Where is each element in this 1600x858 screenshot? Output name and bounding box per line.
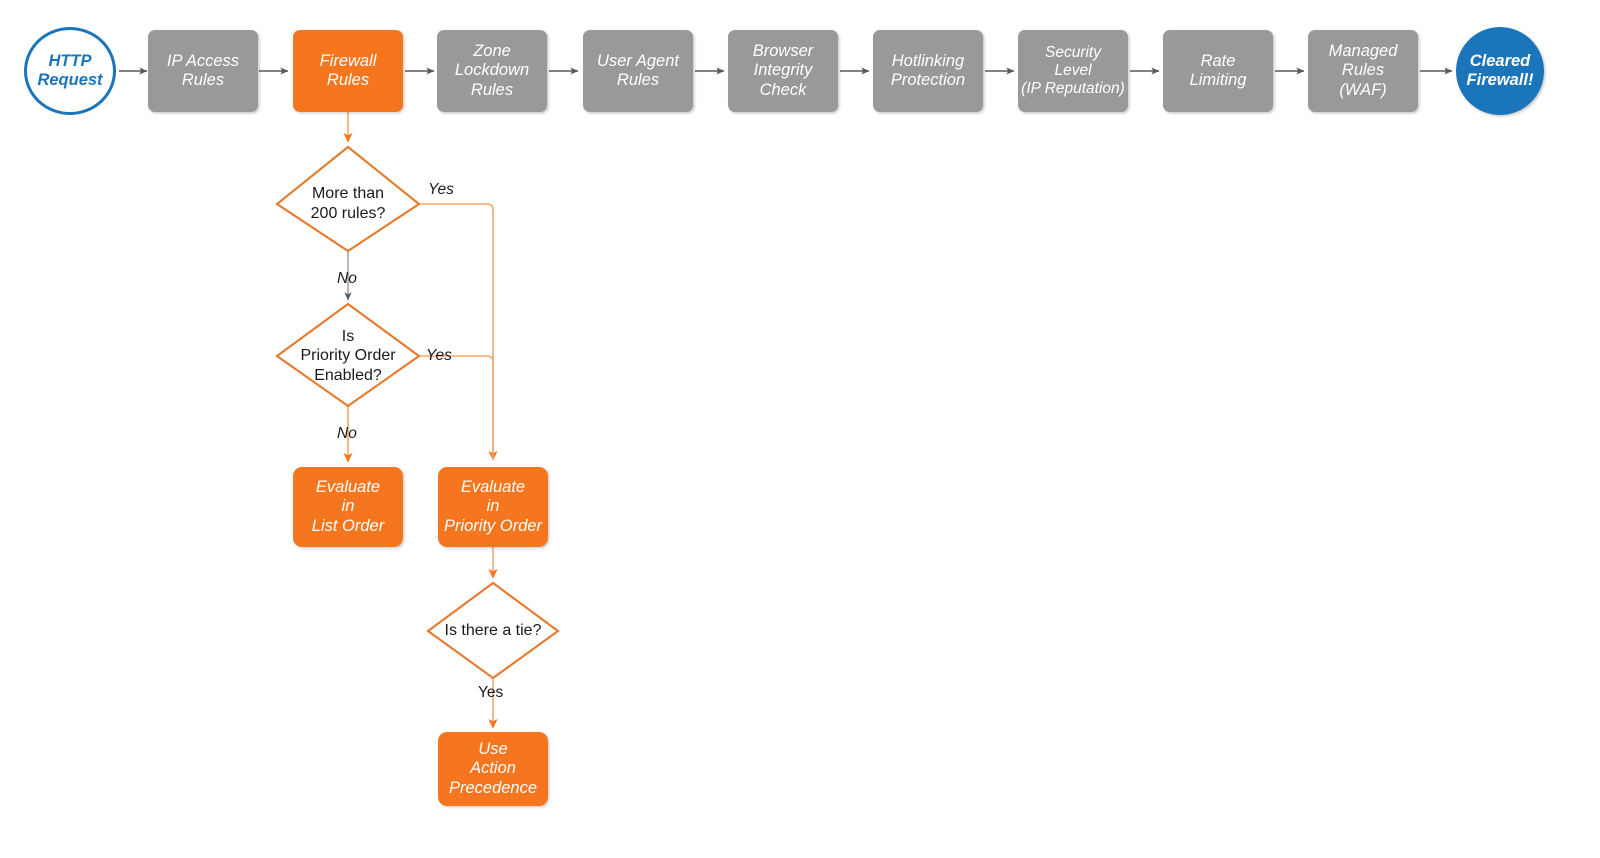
edge-label-yes-more-than-200: Yes bbox=[428, 181, 454, 199]
node-label: Evaluate in List Order bbox=[311, 477, 385, 535]
node-label: Cleared Firewall! bbox=[1466, 51, 1534, 89]
node-firewall-rules[interactable]: Firewall Rules bbox=[293, 30, 403, 112]
node-label: IP Access Rules bbox=[166, 51, 240, 89]
edge-text: Yes bbox=[426, 347, 452, 364]
node-security-level[interactable]: Security Level (IP Reputation) bbox=[1018, 30, 1128, 112]
decision-more-than-200-rules[interactable] bbox=[275, 145, 421, 253]
edge-decision1-yes bbox=[419, 203, 498, 461]
node-label: Browser Integrity Check bbox=[752, 41, 814, 99]
node-label: Security Level (IP Reputation) bbox=[1021, 43, 1125, 98]
node-label: User Agent Rules bbox=[597, 51, 679, 89]
edge-label-no-priority-order: No bbox=[337, 425, 357, 443]
node-label: HTTP Request bbox=[37, 51, 103, 89]
node-rate-limiting[interactable]: Rate Limiting bbox=[1163, 30, 1273, 112]
node-label: Zone Lockdown Rules bbox=[454, 41, 530, 99]
edge-decision2-yes bbox=[419, 355, 494, 460]
decision-is-there-a-tie[interactable] bbox=[426, 581, 560, 680]
edge-label-yes-tie: Yes bbox=[478, 684, 503, 702]
node-browser-integrity-check[interactable]: Browser Integrity Check bbox=[728, 30, 838, 112]
node-managed-rules-waf[interactable]: Managed Rules (WAF) bbox=[1308, 30, 1418, 112]
node-evaluate-priority-order[interactable]: Evaluate in Priority Order bbox=[438, 467, 548, 547]
node-ip-access-rules[interactable]: IP Access Rules bbox=[148, 30, 258, 112]
node-cleared-firewall[interactable]: Cleared Firewall! bbox=[1456, 27, 1544, 115]
node-label: Hotlinking Protection bbox=[890, 51, 966, 89]
node-zone-lockdown-rules[interactable]: Zone Lockdown Rules bbox=[437, 30, 547, 112]
decision-is-priority-order[interactable] bbox=[275, 302, 421, 408]
node-label: Use Action Precedence bbox=[448, 739, 538, 797]
node-label: Managed Rules (WAF) bbox=[1328, 41, 1398, 99]
edge-text: No bbox=[337, 425, 357, 442]
node-label: Evaluate in Priority Order bbox=[443, 477, 543, 535]
edge-text: No bbox=[337, 270, 357, 287]
node-http-request[interactable]: HTTP Request bbox=[24, 27, 116, 115]
node-label: Rate Limiting bbox=[1189, 51, 1247, 89]
node-user-agent-rules[interactable]: User Agent Rules bbox=[583, 30, 693, 112]
node-hotlinking-protection[interactable]: Hotlinking Protection bbox=[873, 30, 983, 112]
edge-text: Yes bbox=[428, 181, 454, 198]
node-evaluate-list-order[interactable]: Evaluate in List Order bbox=[293, 467, 403, 547]
edge-text: Yes bbox=[478, 684, 504, 701]
edge-label-yes-priority-order: Yes bbox=[426, 347, 452, 365]
edge-label-no-more-than-200: No bbox=[337, 270, 357, 288]
node-label: Firewall Rules bbox=[319, 51, 377, 89]
node-use-action-precedence[interactable]: Use Action Precedence bbox=[438, 732, 548, 806]
